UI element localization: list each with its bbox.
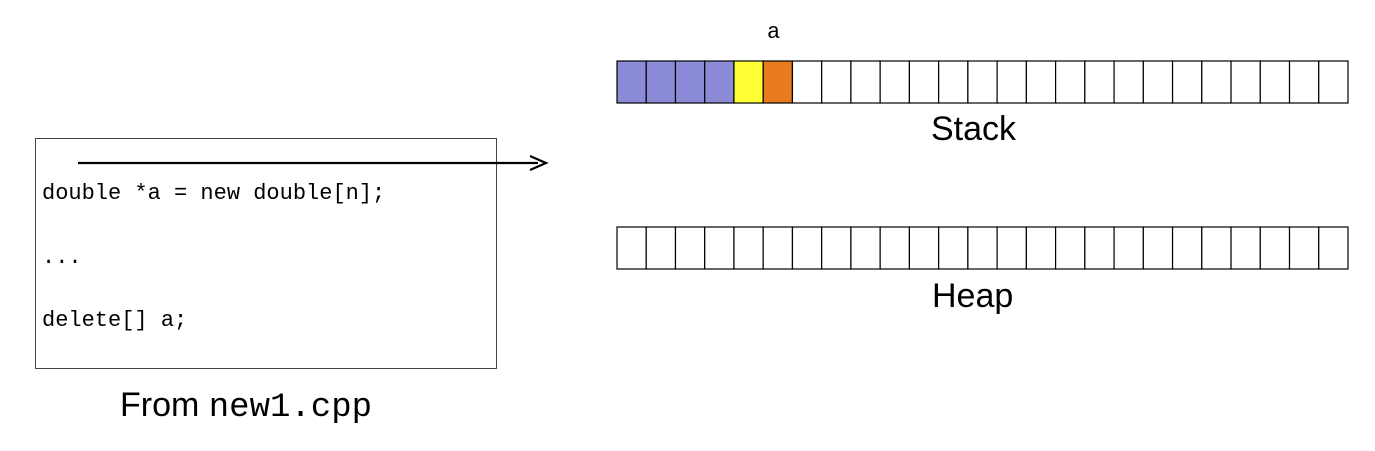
heap-cell-19 xyxy=(1142,226,1174,270)
heap-cell-10 xyxy=(879,226,910,270)
heap-cell-23 xyxy=(1259,226,1291,270)
caption-prefix: From xyxy=(120,386,209,424)
stack-cell-9 xyxy=(850,60,881,104)
stack-cell-15 xyxy=(1025,60,1057,104)
heap-cell-25 xyxy=(1318,226,1349,270)
code-line-3: delete[] a; xyxy=(42,308,188,333)
stack-pointer-label: a xyxy=(767,20,781,45)
stack-cell-14 xyxy=(996,60,1027,104)
heap-cell-7 xyxy=(791,226,823,270)
heap-cell-12 xyxy=(938,226,969,270)
source-caption: From new1.cpp xyxy=(120,386,372,427)
stack-cell-13 xyxy=(967,60,998,104)
stack-cell-22 xyxy=(1230,60,1261,104)
heap-cell-17 xyxy=(1084,226,1115,270)
stack-cell-16 xyxy=(1054,60,1086,104)
stack-cell-23 xyxy=(1259,60,1291,104)
stack-cell-21 xyxy=(1201,60,1232,104)
stack-cell-2 xyxy=(645,60,677,104)
heap-cell-13 xyxy=(967,226,998,270)
stack-cell-3 xyxy=(674,60,706,104)
heap-label: Heap xyxy=(932,277,1014,315)
heap-cell-16 xyxy=(1054,226,1086,270)
stack-row xyxy=(616,60,1349,104)
stack-cell-20 xyxy=(1171,60,1203,104)
stack-label: Stack xyxy=(931,110,1017,148)
stack-cell-24 xyxy=(1288,60,1320,104)
stack-cell-6 xyxy=(762,60,794,104)
stack-cell-18 xyxy=(1113,60,1144,104)
stack-cell-1 xyxy=(616,60,647,104)
heap-cell-15 xyxy=(1025,226,1057,270)
stack-cell-8 xyxy=(821,60,852,104)
stack-cell-12 xyxy=(938,60,969,104)
stack-cell-19 xyxy=(1142,60,1174,104)
heap-cell-5 xyxy=(733,226,764,270)
heap-cell-8 xyxy=(821,226,852,270)
heap-cell-1 xyxy=(616,226,647,270)
heap-cell-6 xyxy=(762,226,794,270)
heap-cell-2 xyxy=(645,226,677,270)
heap-cell-14 xyxy=(996,226,1027,270)
stack-cell-10 xyxy=(879,60,910,104)
heap-cell-18 xyxy=(1113,226,1144,270)
heap-cell-4 xyxy=(704,226,735,270)
stack-cell-7 xyxy=(791,60,823,104)
code-box xyxy=(35,138,497,369)
stack-cell-5 xyxy=(733,60,764,104)
stack-cell-4 xyxy=(704,60,735,104)
heap-cell-3 xyxy=(674,226,706,270)
heap-cell-9 xyxy=(850,226,881,270)
heap-cell-22 xyxy=(1230,226,1261,270)
heap-cell-11 xyxy=(908,226,940,270)
stack-cell-11 xyxy=(908,60,940,104)
stack-cell-17 xyxy=(1084,60,1115,104)
caption-filename: new1.cpp xyxy=(208,389,373,427)
heap-cell-21 xyxy=(1201,226,1232,270)
code-line-2: ... xyxy=(42,245,82,270)
code-line-1: double *a = new double[n]; xyxy=(42,181,386,206)
heap-row xyxy=(616,226,1349,270)
heap-cell-20 xyxy=(1171,226,1203,270)
heap-cell-24 xyxy=(1288,226,1320,270)
stack-cell-25 xyxy=(1318,60,1349,104)
